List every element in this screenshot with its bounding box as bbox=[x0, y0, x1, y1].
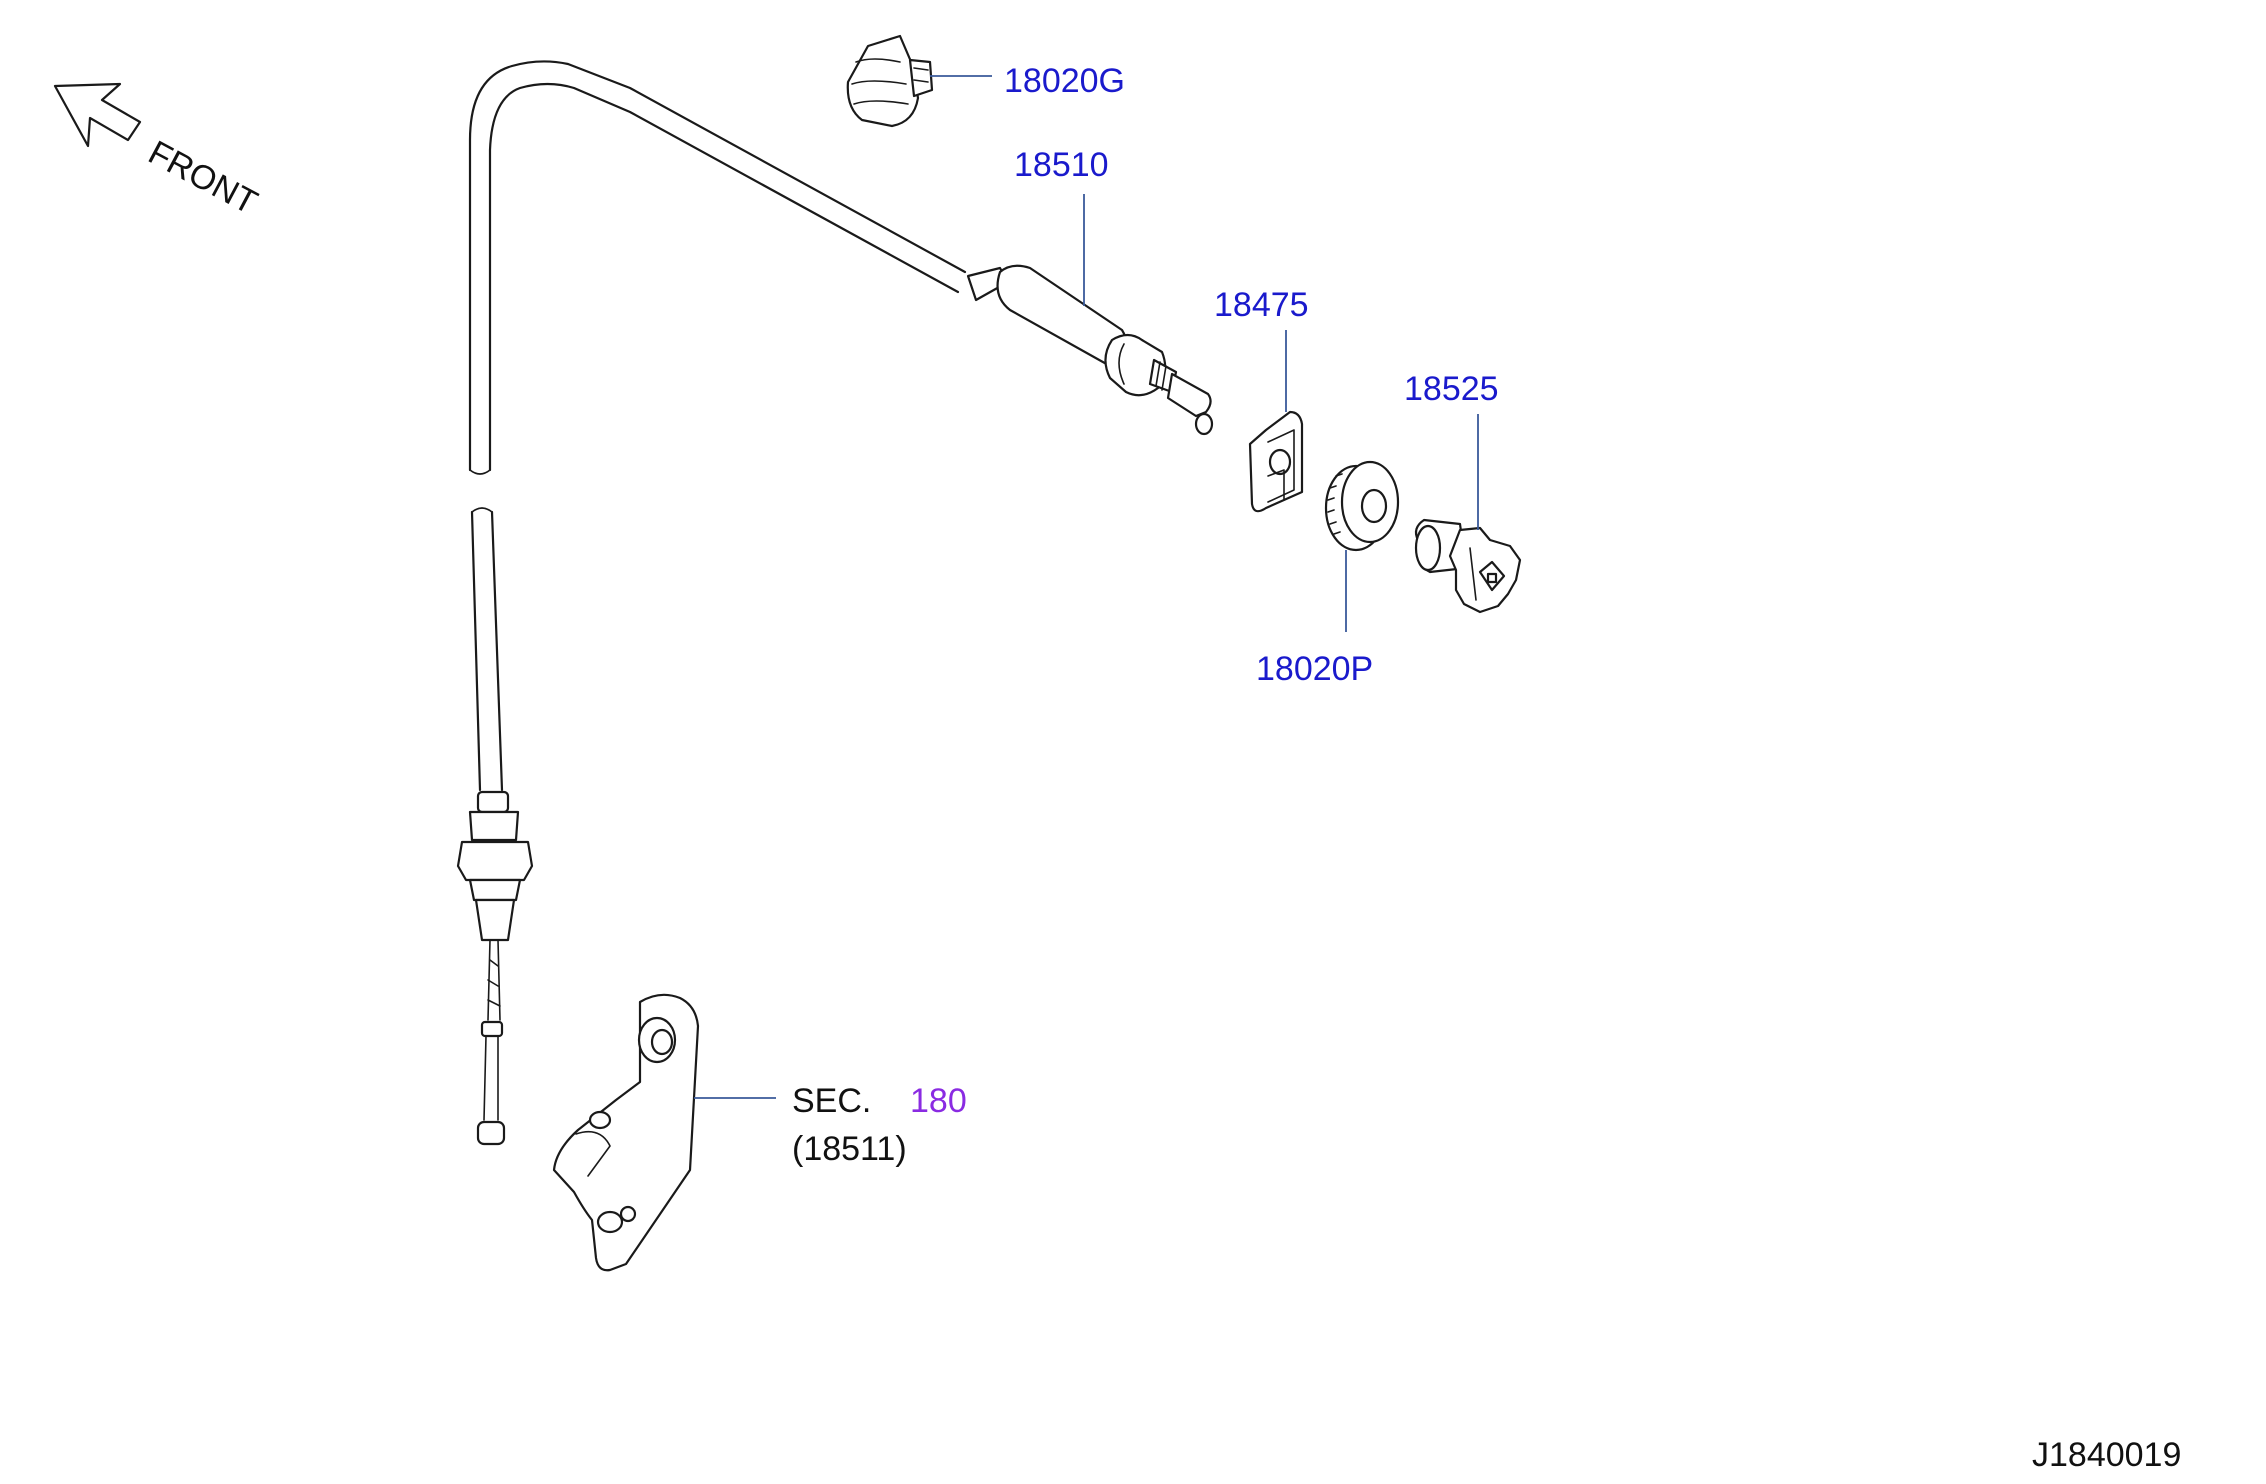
clip-18020G bbox=[846, 34, 934, 128]
part-number-18475[interactable]: 18475 bbox=[1214, 286, 1309, 324]
drawing-id: J1840019 bbox=[2032, 1436, 2181, 1474]
part-number-18020P[interactable]: 18020P bbox=[1256, 650, 1373, 688]
section-prefix: SEC. bbox=[792, 1082, 871, 1120]
bracket-18475 bbox=[1248, 410, 1304, 513]
front-label: FRONT bbox=[142, 134, 263, 223]
cable-casing bbox=[966, 264, 1214, 436]
part-number-18525[interactable]: 18525 bbox=[1404, 370, 1499, 408]
pedal-lever-18511 bbox=[552, 993, 700, 1272]
bushing-18525 bbox=[1414, 518, 1522, 614]
section-link-180[interactable]: 180 bbox=[910, 1082, 967, 1120]
part-number-18510[interactable]: 18510 bbox=[1014, 146, 1109, 184]
section-sub-part: (18511) bbox=[792, 1130, 907, 1168]
nut-18020P bbox=[1324, 460, 1400, 552]
leader-lines bbox=[694, 75, 1479, 1099]
accelerator-cable bbox=[456, 60, 967, 1146]
part-number-18020G[interactable]: 18020G bbox=[1004, 62, 1125, 100]
front-arrow-icon bbox=[53, 82, 142, 148]
